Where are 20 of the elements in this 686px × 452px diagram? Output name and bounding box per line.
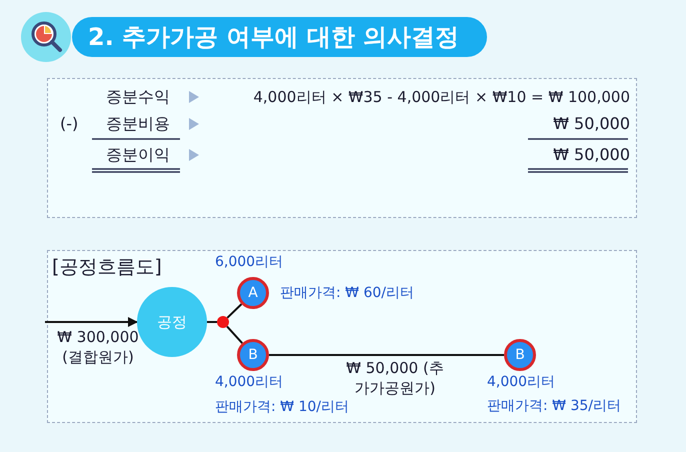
quantity-text: 4,000리터 xyxy=(487,373,556,391)
row-label: 증분수익 xyxy=(105,86,170,108)
connector-line xyxy=(45,317,138,327)
connector-line xyxy=(269,354,504,356)
section-heading: [공정흐름도] xyxy=(52,256,163,278)
formula-text: 4,000리터 × ₩35 - 4,000리터 × ₩10 = ₩ 100,000 xyxy=(252,87,630,108)
title-banner: 2. 추가가공 여부에 대한 의사결정 xyxy=(72,17,488,57)
minus-sign: (-) xyxy=(60,113,80,135)
quantity-text: 4,000리터 xyxy=(215,373,284,391)
price-text: 판매가격: ₩ 60/리터 xyxy=(280,284,414,302)
connector-line xyxy=(226,303,242,319)
row-label: 증분비용 xyxy=(105,113,170,135)
connector-line xyxy=(226,326,243,344)
price-text: 판매가격: ₩ 10/리터 xyxy=(215,398,349,416)
row-label: 증분이익 xyxy=(105,144,170,166)
quantity-text: 6,000리터 xyxy=(215,253,284,271)
amount-text: ₩ 50,000 xyxy=(552,113,630,135)
price-text: 판매가격: ₩ 35/리터 xyxy=(487,397,621,415)
amount-text: ₩ 50,000 xyxy=(552,144,630,166)
connector-line xyxy=(207,321,217,323)
